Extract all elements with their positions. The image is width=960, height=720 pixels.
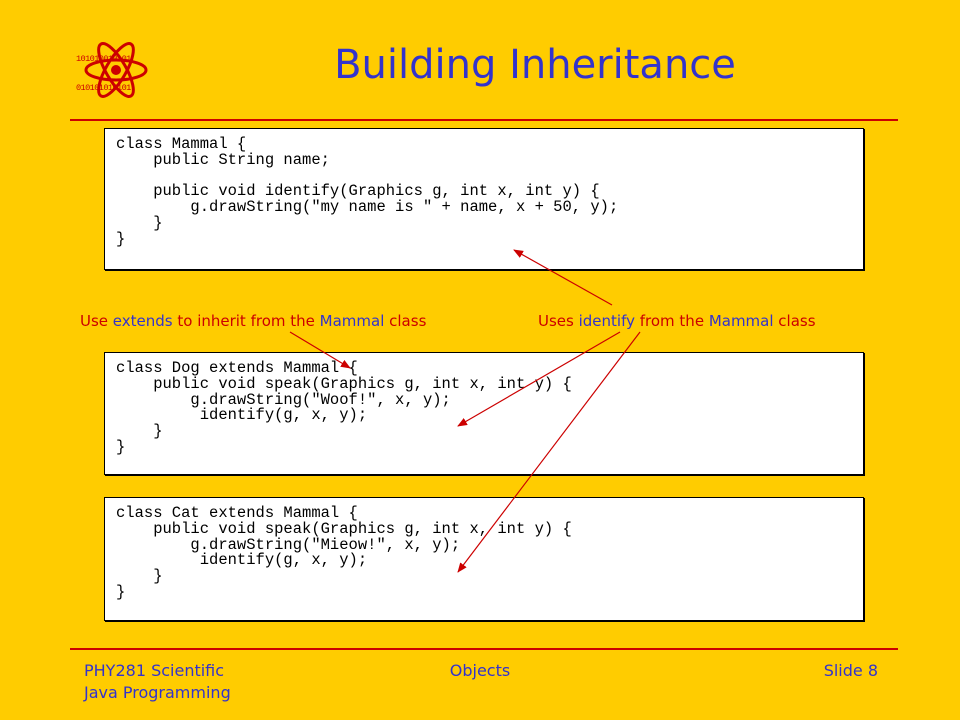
atom-icon bbox=[84, 42, 148, 98]
annotation-text: class bbox=[384, 312, 427, 330]
cat-class-code: class Cat extends Mammal { public void s… bbox=[116, 504, 572, 601]
dog-class-code-box: class Dog extends Mammal { public void s… bbox=[104, 352, 864, 475]
footer-course-line: PHY281 Scientific bbox=[84, 661, 225, 680]
footer-topic: Objects bbox=[449, 661, 511, 680]
slide-title: Building Inheritance bbox=[334, 42, 736, 88]
mammal-class-code: class Mammal { public String name; publi… bbox=[116, 135, 619, 248]
footer-divider bbox=[70, 648, 898, 650]
dog-class-code: class Dog extends Mammal { public void s… bbox=[116, 359, 572, 456]
annotation-text: Uses bbox=[538, 312, 579, 330]
cat-class-code-box: class Cat extends Mammal { public void s… bbox=[104, 497, 864, 621]
mammal-class-code-box: class Mammal { public String name; publi… bbox=[104, 128, 864, 270]
annotation-keyword: identify bbox=[578, 312, 635, 330]
annotation-text: Use bbox=[80, 312, 113, 330]
annotation-class-name: Mammal bbox=[708, 312, 774, 330]
annotation-keyword: extends bbox=[112, 312, 173, 330]
annotation-text: to inherit from the bbox=[172, 312, 320, 330]
identify-annotation: Uses identify from the Mammal class bbox=[538, 312, 816, 330]
logo-binary-line: 010101010101 bbox=[76, 82, 131, 93]
atom-binary-logo-icon: 101010010101 010101010101 101010010101 0… bbox=[76, 35, 156, 105]
annotation-class-name: Mammal bbox=[319, 312, 385, 330]
extends-annotation: Use extends to inherit from the Mammal c… bbox=[80, 312, 426, 330]
annotation-text: class bbox=[773, 312, 816, 330]
annotation-text: from the bbox=[634, 312, 709, 330]
footer-slide-number: Slide 8 bbox=[823, 661, 878, 680]
footer-course-name: PHY281 Scientific Java Programming bbox=[84, 660, 284, 704]
footer-course-line: Java Programming bbox=[84, 683, 231, 702]
logo-binary-text: 101010010101 010101010101 101010010101 0… bbox=[76, 35, 156, 105]
logo-binary-line: 101010010101 bbox=[76, 53, 131, 64]
header-divider bbox=[70, 119, 898, 121]
